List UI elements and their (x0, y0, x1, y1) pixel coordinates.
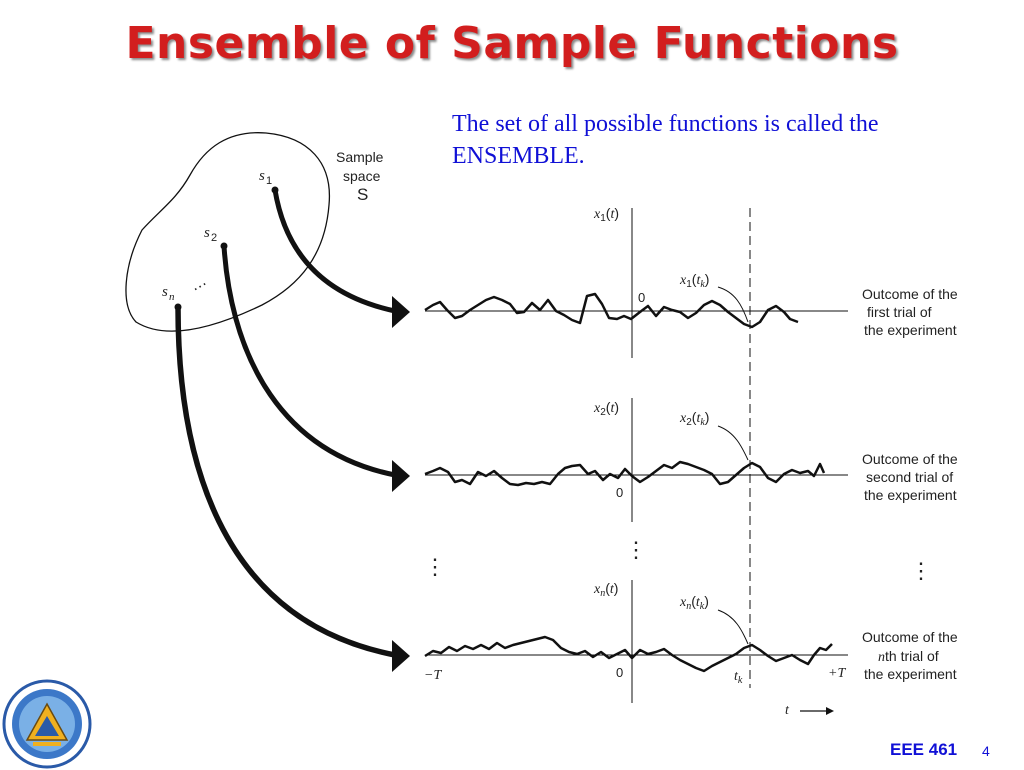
sample-point-s2-sub: 2 (211, 232, 217, 244)
row-n-leader-line (717, 609, 749, 645)
sample-space-label-2: space (343, 168, 381, 184)
vdots-center: ⋮ (625, 537, 647, 562)
row-2-origin: 0 (616, 485, 623, 500)
row-2: 0 x2(t) x2(tk) Outcome of the second tri… (424, 398, 958, 522)
row-1-caption-1: Outcome of the (862, 286, 958, 302)
row-n-waveform (424, 635, 833, 673)
minus-T-label: −T (424, 668, 442, 683)
row-2-leader-line (717, 425, 749, 461)
sample-space-dots: … (187, 272, 209, 295)
sample-space-blob (125, 132, 331, 332)
tk-label: tk (734, 669, 743, 686)
row-1-ylabel: x1(t) (593, 205, 619, 224)
sample-point-s2-letter: s (204, 225, 210, 241)
vdots-right: ⋮ (910, 558, 932, 583)
slide-title: Ensemble of Sample Functions (125, 18, 899, 69)
time-axis-label: t (785, 703, 790, 718)
row-2-fn-label: x2(tk) (679, 409, 709, 428)
row-2-caption-1: Outcome of the (862, 451, 958, 467)
row-n: 0 xn(t) xn(tk) Outcome of the nth trial … (424, 580, 958, 703)
sample-point-sn-sub: n (169, 291, 175, 303)
mapping-curve-sn (175, 306, 396, 658)
row-2-caption-2: second trial of (866, 469, 953, 485)
plus-T-label: +T (828, 666, 846, 681)
row-n-origin: 0 (616, 665, 623, 680)
mapping-arrowhead-1 (392, 296, 410, 328)
row-1-caption-3: the experiment (864, 322, 957, 338)
mapping-curve-s1 (272, 189, 396, 314)
sample-space-symbol: S (357, 185, 368, 204)
intro-text: The set of all possible functions is cal… (452, 111, 879, 169)
row-1-leader-line (717, 286, 749, 323)
time-arrow-head (826, 707, 834, 715)
mapping-arrowhead-3 (392, 640, 410, 672)
mapping-arrowhead-2 (392, 460, 410, 492)
vdots-left: ⋮ (424, 554, 446, 579)
row-2-caption-3: the experiment (864, 487, 957, 503)
row-n-caption-1: Outcome of the (862, 629, 958, 645)
sample-space-label-1: Sample (336, 149, 384, 165)
row-n-caption-2: nth trial of (878, 648, 939, 665)
row-1-caption-2: first trial of (867, 304, 932, 320)
row-1-fn-label: x1(tk) (679, 271, 709, 290)
row-n-ylabel: xn(t) (593, 580, 618, 599)
row-2-waveform (424, 460, 826, 487)
page-number: 4 (982, 743, 990, 759)
university-logo (2, 679, 92, 769)
sample-point-s1-letter: s (259, 168, 265, 184)
mapping-curve-s2 (221, 245, 396, 478)
row-n-caption-3: the experiment (864, 666, 957, 682)
row-2-ylabel: x2(t) (593, 399, 619, 418)
row-1-origin: 0 (638, 290, 645, 305)
row-1-waveform (424, 292, 799, 329)
sample-point-s1-sub: 1 (266, 175, 272, 187)
sample-point-sn-letter: s (162, 284, 168, 300)
row-n-fn-label: xn(tk) (679, 593, 709, 612)
row-1: 0 x1(t) x1(tk) Outcome of the first tria… (424, 205, 958, 358)
course-code: EEE 461 (890, 740, 958, 759)
